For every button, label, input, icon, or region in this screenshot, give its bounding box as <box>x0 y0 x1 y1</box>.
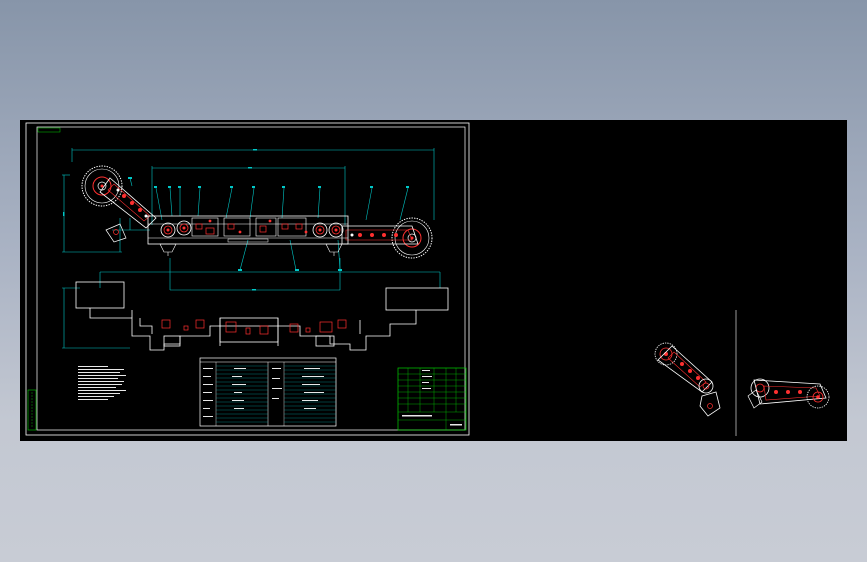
central-body <box>147 215 349 245</box>
drawing-inner-frame <box>36 126 466 431</box>
hub-brackets <box>159 243 343 256</box>
main-dimensions <box>62 148 435 291</box>
left-margin-block <box>27 389 37 431</box>
main-assembly-view[interactable] <box>62 148 435 291</box>
section-outline <box>75 281 449 351</box>
right-swing-arm <box>341 225 419 245</box>
technical-requirements-notes <box>78 366 126 400</box>
detail-view-link-right[interactable] <box>747 378 830 409</box>
left-swing-arm <box>99 177 157 243</box>
title-block <box>397 367 467 431</box>
right-hub-joint <box>328 222 344 238</box>
section-dimensions <box>62 271 441 349</box>
drawing-outer-frame <box>25 122 470 436</box>
dimension-arrow-marks <box>63 149 409 291</box>
left-hub-joint-inner <box>176 220 192 236</box>
drawing-number-stamp <box>37 127 61 133</box>
cad-model-space[interactable] <box>20 120 847 441</box>
top-section-view[interactable] <box>62 271 449 351</box>
cad-drawing-svg <box>25 122 830 436</box>
section-part-details <box>161 319 347 335</box>
right-hub-joint-inner <box>312 222 328 238</box>
right-sprocket-wheel <box>391 217 433 259</box>
left-hub-joint <box>160 222 176 238</box>
parameter-table <box>199 357 337 427</box>
detail-view-link-left[interactable] <box>654 342 721 417</box>
